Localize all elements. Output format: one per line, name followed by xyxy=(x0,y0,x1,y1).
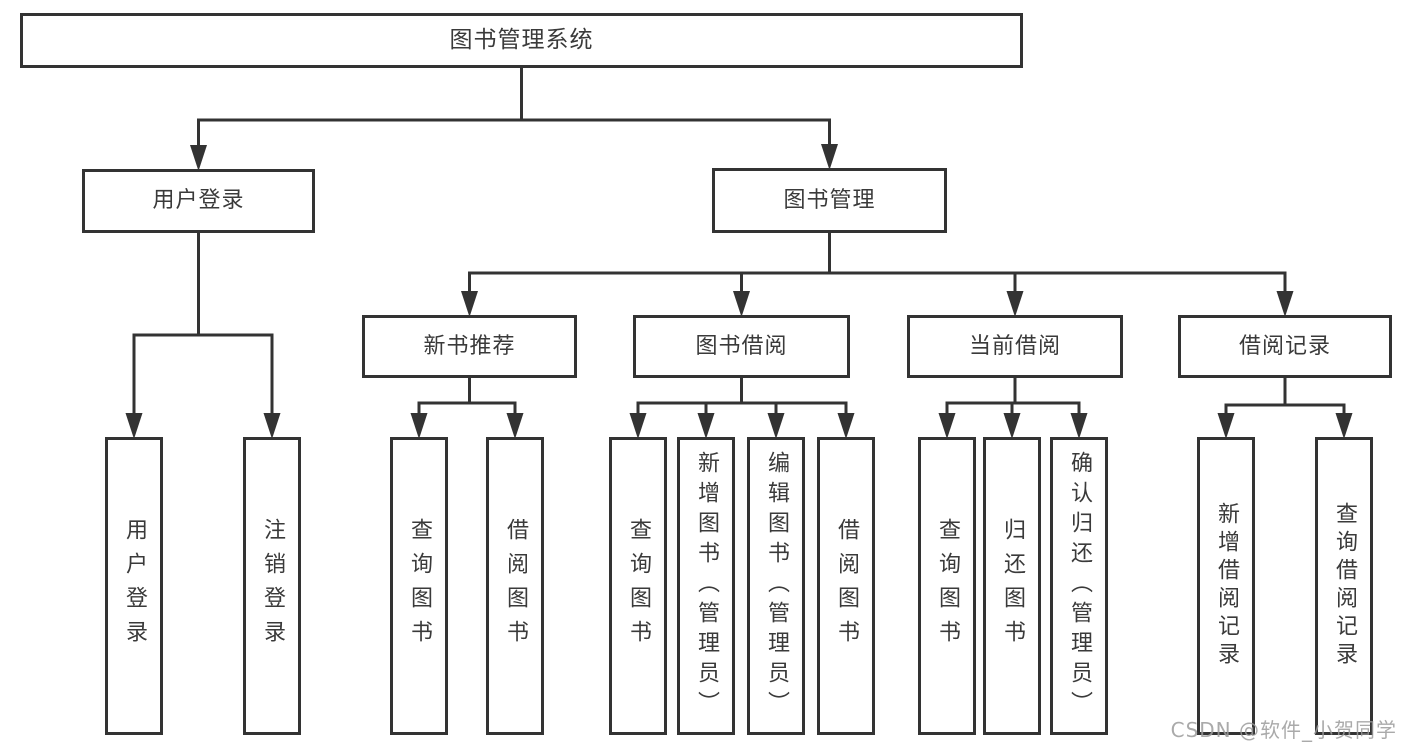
node-label-new-book-rec: 新书推荐 xyxy=(423,333,516,359)
node-label-v-add-book: 新增图书（管理员） xyxy=(694,451,719,721)
node-borrow-records: 借阅记录 xyxy=(1178,315,1392,378)
node-label-v-logout: 注销登录 xyxy=(260,518,285,654)
node-label-v-edit-book: 编辑图书（管理员） xyxy=(764,451,789,721)
node-label-v-borrow-book-1: 借阅图书 xyxy=(503,518,528,654)
node-label-book-mgmt: 图书管理 xyxy=(783,187,876,213)
node-v-query-book-1: 查询图书 xyxy=(390,437,448,735)
node-label-v-query-book-2: 查询图书 xyxy=(626,518,651,654)
node-v-logout: 注销登录 xyxy=(243,437,301,735)
watermark: CSDN @软件_小贺同学 xyxy=(1170,718,1397,742)
node-v-query-borrow-record: 查询借阅记录 xyxy=(1315,437,1373,735)
node-label-v-user-login: 用户登录 xyxy=(122,518,147,654)
node-root: 图书管理系统 xyxy=(20,13,1023,68)
node-v-confirm-return: 确认归还（管理员） xyxy=(1050,437,1108,735)
node-book-borrow: 图书借阅 xyxy=(633,315,850,378)
node-label-v-query-book-1: 查询图书 xyxy=(407,518,432,654)
node-label-v-return-book: 归还图书 xyxy=(1000,518,1025,654)
node-v-return-book: 归还图书 xyxy=(983,437,1041,735)
node-v-borrow-book-1: 借阅图书 xyxy=(486,437,544,735)
node-label-v-add-borrow-record: 新增借阅记录 xyxy=(1214,502,1239,670)
node-v-query-book-2: 查询图书 xyxy=(609,437,667,735)
node-v-edit-book: 编辑图书（管理员） xyxy=(747,437,805,735)
node-v-user-login: 用户登录 xyxy=(105,437,163,735)
node-label-borrow-records: 借阅记录 xyxy=(1238,333,1331,359)
node-label-book-borrow: 图书借阅 xyxy=(695,333,788,359)
node-v-query-book-3: 查询图书 xyxy=(918,437,976,735)
node-label-current-borrow: 当前借阅 xyxy=(968,333,1061,359)
node-user-login: 用户登录 xyxy=(82,169,315,233)
node-label-user-login: 用户登录 xyxy=(152,188,245,213)
node-v-add-book: 新增图书（管理员） xyxy=(677,437,735,735)
node-label-v-query-borrow-record: 查询借阅记录 xyxy=(1332,502,1357,670)
node-label-v-borrow-book-2: 借阅图书 xyxy=(834,518,859,654)
node-new-book-rec: 新书推荐 xyxy=(362,315,577,378)
node-v-add-borrow-record: 新增借阅记录 xyxy=(1197,437,1255,735)
node-label-v-query-book-3: 查询图书 xyxy=(935,518,960,654)
node-v-borrow-book-2: 借阅图书 xyxy=(817,437,875,735)
node-label-v-confirm-return: 确认归还（管理员） xyxy=(1067,451,1092,721)
node-book-mgmt: 图书管理 xyxy=(712,168,947,233)
node-label-root: 图书管理系统 xyxy=(449,27,594,53)
node-current-borrow: 当前借阅 xyxy=(907,315,1123,378)
